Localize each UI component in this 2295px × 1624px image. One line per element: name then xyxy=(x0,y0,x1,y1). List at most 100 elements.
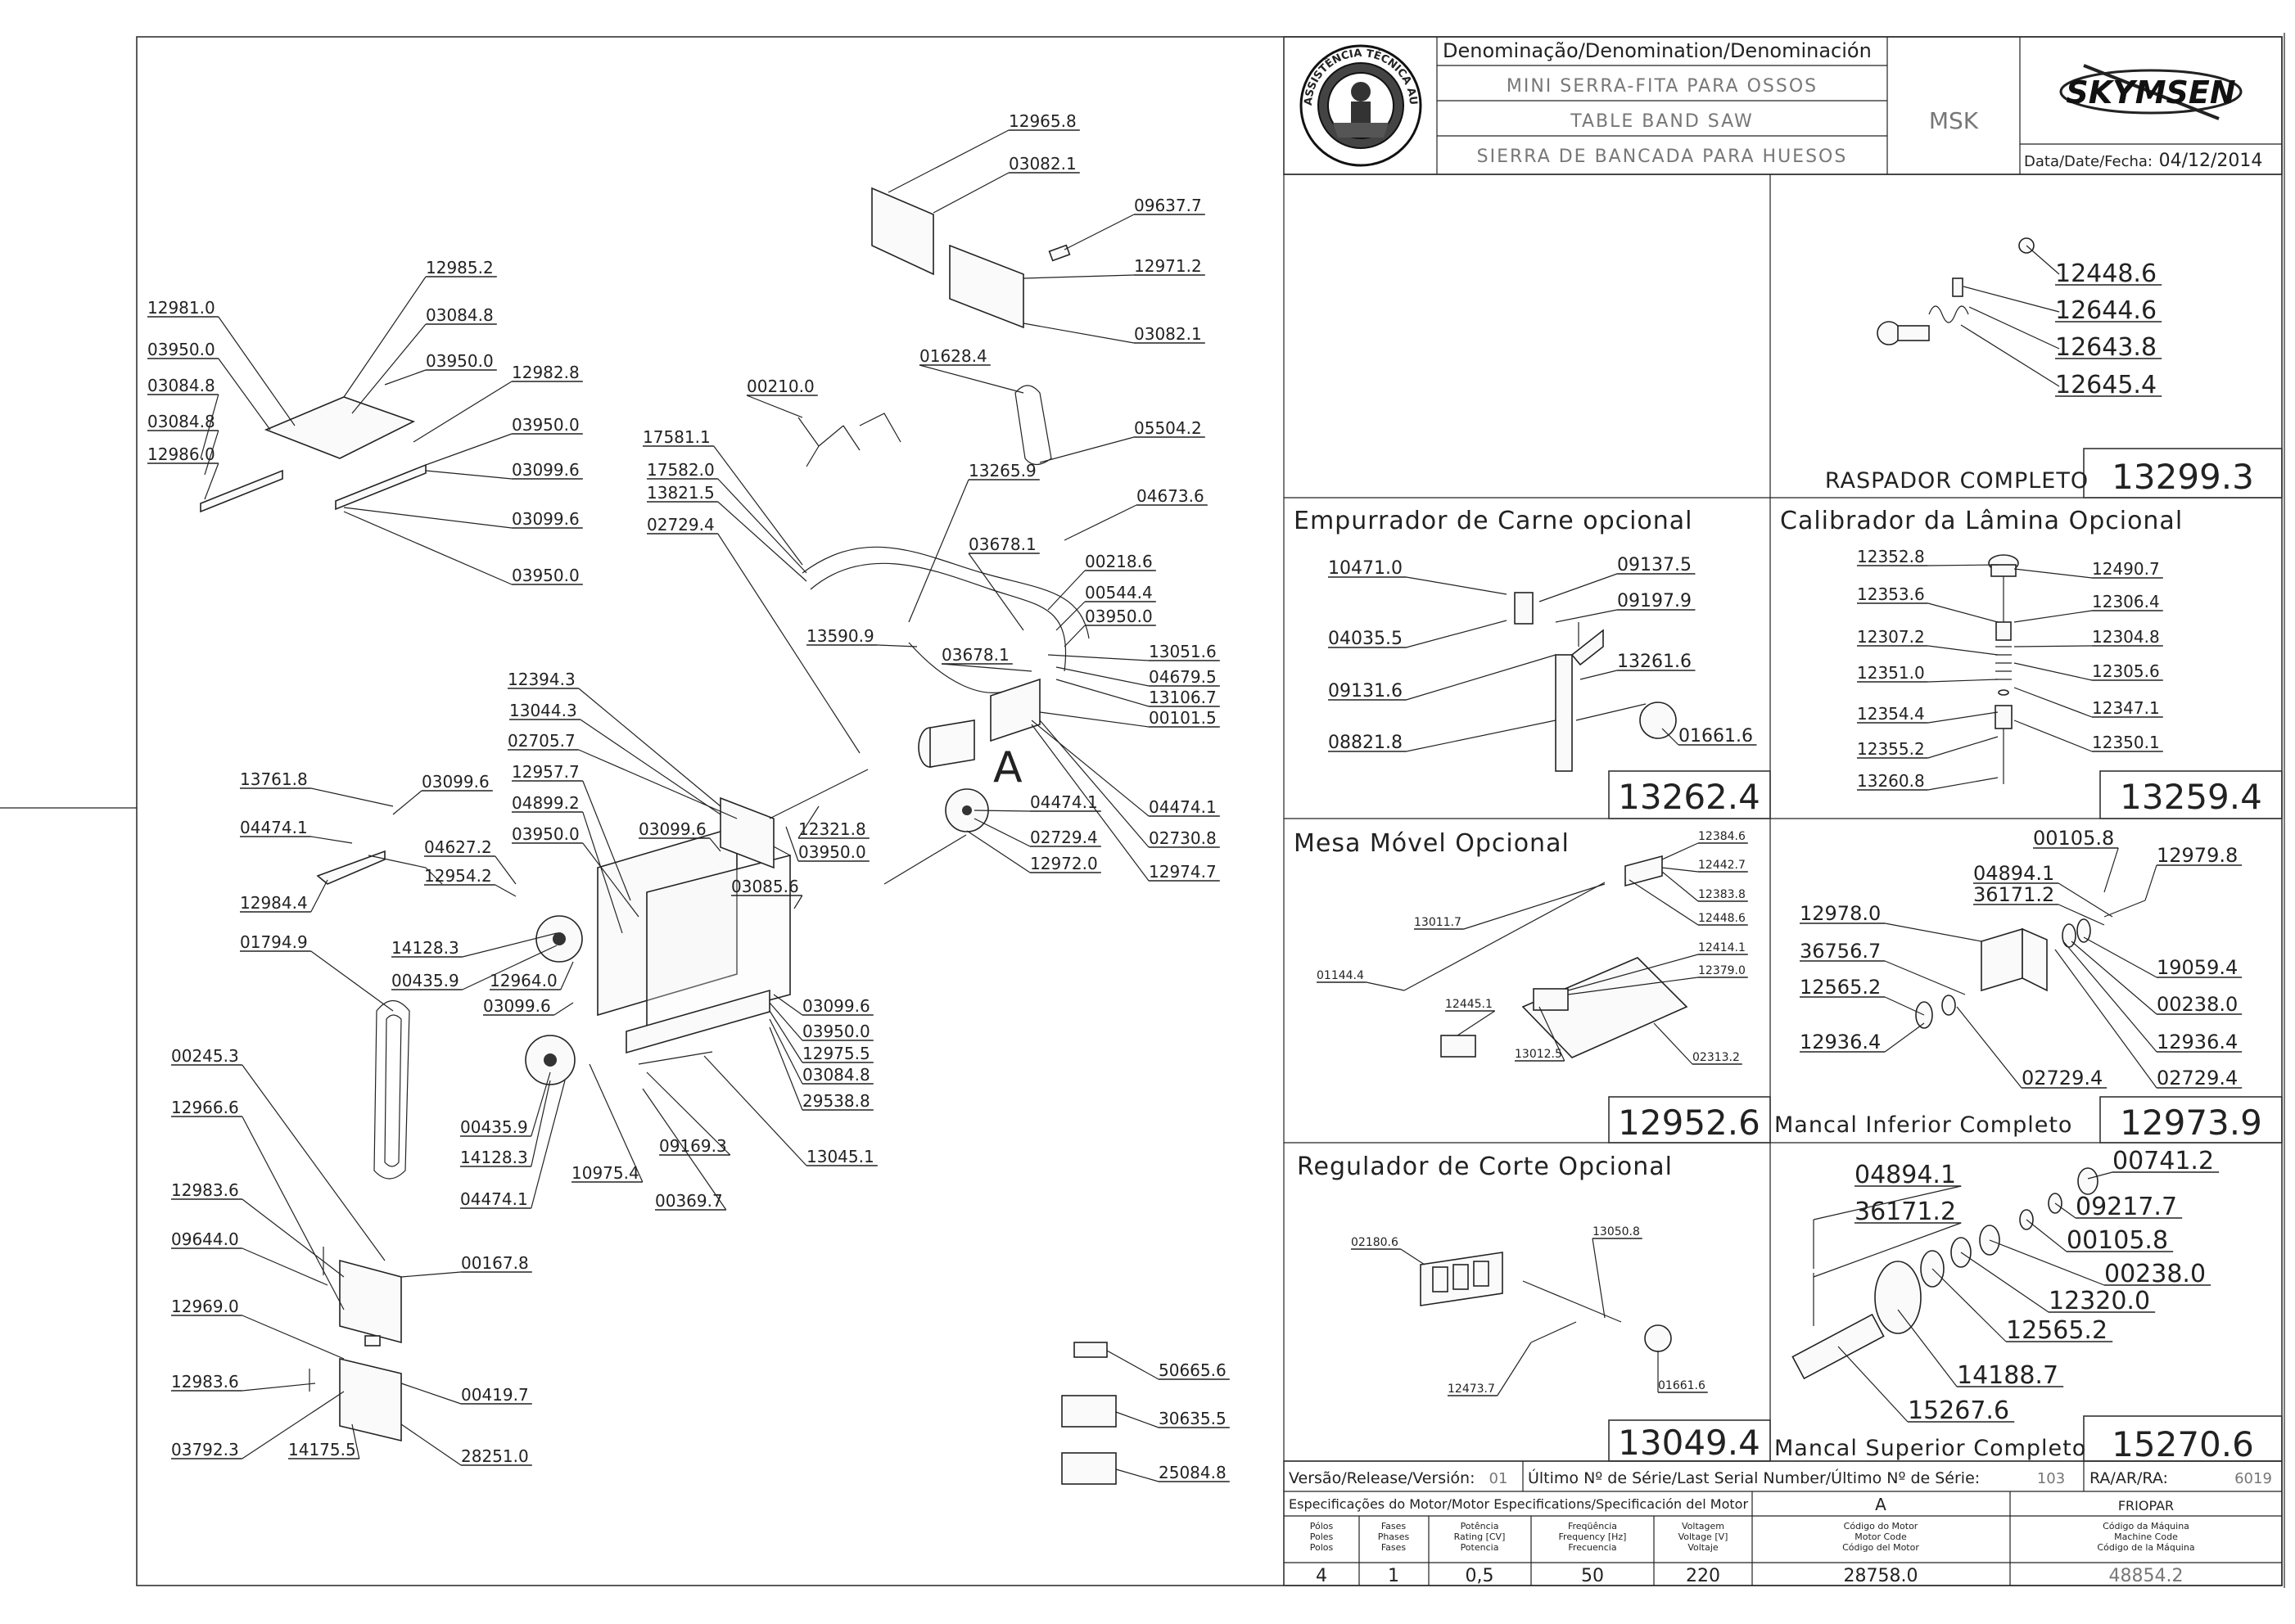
leader-line xyxy=(384,369,427,386)
leader-line xyxy=(1406,576,1507,595)
regulador-title: Regulador de Corte Opcional xyxy=(1297,1153,1673,1181)
leader-line xyxy=(2083,936,2157,978)
authorized-service-stamp: ASSISTÊNCIA TÉCNICA AUTORIZADA xyxy=(0,0,1422,167)
part-label: 02729.4 xyxy=(1030,828,1098,847)
part-label: 19059.4 xyxy=(2157,956,2238,979)
part-label: 12383.8 xyxy=(1698,888,1746,901)
leader-line xyxy=(1661,842,1699,860)
leader-line xyxy=(1047,654,1150,661)
part-label: 14175.5 xyxy=(288,1440,356,1459)
leader-line xyxy=(1406,720,1556,752)
leader-line xyxy=(531,1071,551,1137)
motor-col-value: 48854.2 xyxy=(2109,1566,2184,1586)
main-part-labels: 12965.803082.109637.712971.203082.112985… xyxy=(147,111,1230,1482)
part-label: 03950.0 xyxy=(512,824,580,844)
label-25084 xyxy=(1061,1452,1117,1485)
leader-line xyxy=(1115,1411,1159,1428)
part-label: 03678.1 xyxy=(969,535,1037,554)
part-label: 12975.5 xyxy=(802,1044,870,1063)
leader-line xyxy=(1927,736,1999,759)
leader-line xyxy=(769,1018,803,1085)
part-label: 12394.3 xyxy=(508,670,576,689)
motor-col-heading: Código do Motor xyxy=(1844,1521,1918,1532)
leader-line xyxy=(578,688,721,807)
mancal-superior-title: Mancal Superior Completo xyxy=(1774,1436,2086,1461)
part-label: 08821.8 xyxy=(1328,733,1403,753)
leader-line xyxy=(1023,323,1135,344)
part-label: 09637.7 xyxy=(1134,196,1202,215)
part-label: 03792.3 xyxy=(171,1440,239,1459)
part-label: 12966.6 xyxy=(171,1098,239,1117)
part-label: 12350.1 xyxy=(2092,733,2160,752)
leader-line xyxy=(966,830,1031,873)
leader-line xyxy=(908,479,969,623)
leader-line xyxy=(531,1080,566,1209)
part-label: 03950.0 xyxy=(798,842,866,862)
part-label: 03082.1 xyxy=(1134,324,1202,344)
motor-col-heading: Voltaje xyxy=(1687,1542,1719,1553)
part-label: 01794.9 xyxy=(240,932,308,952)
leader-line xyxy=(1960,1252,2049,1313)
part-label: 12965.8 xyxy=(1009,111,1077,131)
mancal-inferior-panel: Mancal Inferior Completo 12973.9 00105.8… xyxy=(1774,827,2283,1144)
motor-spec-header: Especificações do Motor/Motor Especifica… xyxy=(1289,1496,1748,1512)
part-label: 12979.8 xyxy=(2157,844,2238,867)
empurrador-title: Empurrador de Carne opcional xyxy=(1294,507,1693,535)
part-label: 02705.7 xyxy=(508,731,576,751)
part-label: 00741.2 xyxy=(2112,1147,2214,1175)
leader-line xyxy=(1989,1239,2105,1286)
part-label: 12981.0 xyxy=(147,298,215,318)
leader-line xyxy=(1653,1022,1693,1065)
part-label: 12304.8 xyxy=(2092,627,2160,647)
part-label: 00435.9 xyxy=(391,971,459,990)
part-label: 03099.6 xyxy=(512,460,580,480)
part-label: 03084.8 xyxy=(147,376,215,395)
leader-line xyxy=(200,394,219,459)
part-label: 02729.4 xyxy=(2022,1067,2103,1089)
calibrador-panel: Calibrador da Lâmina Opcional 13259.4 12… xyxy=(1780,507,2283,819)
leader-line xyxy=(1931,1268,2007,1342)
ra-value: 6019 xyxy=(2234,1470,2272,1487)
leader-line xyxy=(1047,570,1086,611)
part-label: 09131.6 xyxy=(1328,681,1403,701)
part-label: 09137.5 xyxy=(1617,555,1692,575)
empurrador-panel: Empurrador de Carne opcional 13262.4 104… xyxy=(1294,507,1771,819)
mancal-inferior-title: Mancal Inferior Completo xyxy=(1774,1112,2072,1138)
part-label: 03099.6 xyxy=(422,772,490,792)
mancal-inferior-code: 12973.9 xyxy=(2120,1103,2262,1143)
part-label: 10471.0 xyxy=(1328,558,1403,579)
mancal-superior-panel: Mancal Superior Completo 15270.6 04894.1… xyxy=(1774,1147,2283,1464)
title-block: ASSISTÊNCIA TÉCNICA AUTORIZADA Denominaç… xyxy=(0,0,2283,175)
part-label: 13261.6 xyxy=(1617,652,1692,672)
part-label: 02313.2 xyxy=(1692,1051,1740,1064)
leader-line xyxy=(1538,1006,1565,1062)
part-label: 12354.4 xyxy=(1857,704,1925,724)
part-label: 03950.0 xyxy=(512,566,580,585)
leader-line xyxy=(204,430,219,476)
part-label: 12490.7 xyxy=(2092,559,2160,579)
part-label: 12954.2 xyxy=(424,866,492,886)
leader-line xyxy=(1661,871,1699,902)
part-label: 30635.5 xyxy=(1159,1409,1227,1428)
part-label: 01628.4 xyxy=(919,346,987,366)
leader-line xyxy=(941,663,1032,672)
part-label: 13761.8 xyxy=(240,769,308,789)
raspador-panel: RASPADOR COMPLETO 13299.3 12448.612644.6… xyxy=(1825,237,2283,498)
name-es: SIERRA DE BANCADA PARA HUESOS xyxy=(1477,147,1848,167)
leader-line xyxy=(242,1116,345,1310)
leader-line xyxy=(392,790,422,815)
part-label: 00167.8 xyxy=(461,1253,529,1273)
part-label: 17582.0 xyxy=(647,460,715,480)
part-label: 13106.7 xyxy=(1149,688,1217,707)
part-label: 50665.6 xyxy=(1159,1360,1227,1380)
part-label: 05504.2 xyxy=(1134,418,1202,438)
leader-line xyxy=(495,884,517,897)
part-label: 12414.1 xyxy=(1698,941,1746,954)
part-label: 03950.0 xyxy=(802,1022,870,1041)
part-label: 04894.1 xyxy=(1973,862,2054,885)
leader-line xyxy=(242,1247,328,1286)
part-label: 00105.8 xyxy=(2033,827,2114,850)
leader-line xyxy=(1884,960,1966,995)
leader-line xyxy=(1039,436,1135,463)
